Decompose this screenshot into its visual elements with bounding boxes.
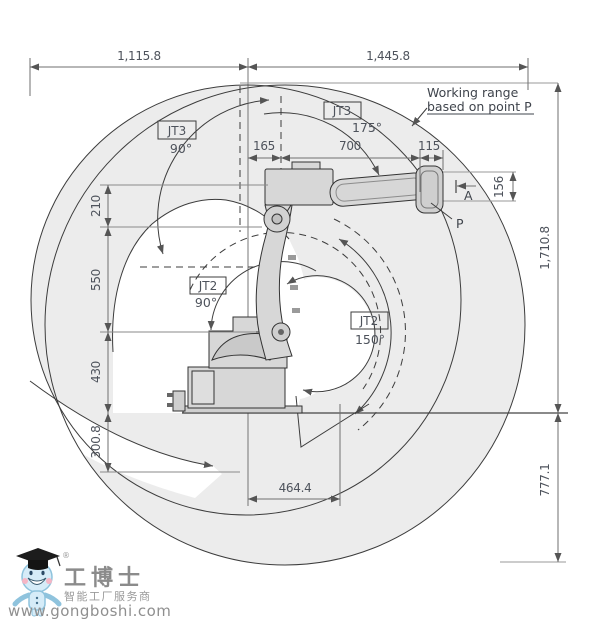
robot-bolt-top: [167, 393, 173, 397]
robot-wrist-inner: [420, 170, 439, 209]
dim-rear-reach-value: 1,115.8: [117, 49, 161, 63]
logo: ® 工博士 智能工厂服务商 www.gongboshi.com: [8, 548, 171, 620]
logo-brand-text: 工博士: [64, 565, 145, 591]
view-a-text: A: [464, 188, 473, 203]
envelope-rear-circle: [30, 84, 462, 516]
robot-arm-detail-1: [288, 255, 296, 260]
robot-bolt-bottom: [167, 403, 173, 407]
working-range-note-line2: based on point P: [427, 99, 532, 114]
dim-upper-arm-value: 550: [89, 269, 103, 291]
mascot-cap-tassel: [56, 556, 61, 567]
mascot-smile: [27, 577, 47, 585]
mascot-arm-right: [42, 592, 62, 607]
jt3-left-label-text: JT3: [167, 124, 187, 138]
jt2-left-label-text: JT2: [198, 279, 218, 293]
jt2-left-angle: 90°: [195, 295, 217, 310]
jt3-top-angle: 175°: [352, 120, 382, 135]
dim-below-base-value: 300.8: [89, 426, 103, 459]
jt2-right-label-text: JT2: [359, 314, 379, 328]
mascot-cheek-left: [22, 578, 28, 584]
jt3-90-arc: [156, 97, 270, 255]
mascot-eye-left: [29, 570, 33, 576]
robot-arm-detail-2: [290, 285, 298, 290]
logo-tagline-text: 智能工厂服务商: [64, 589, 152, 603]
point-p-leader: [430, 202, 453, 220]
dim-base-width-value: 464.4: [279, 481, 312, 495]
working-range-leader: [411, 107, 428, 127]
robot-jt2-axis-center: [278, 329, 284, 335]
registered-mark: ®: [62, 551, 70, 560]
robot-arm-detail-3: [292, 308, 300, 313]
dim-wrist-drop-value: 210: [89, 195, 103, 217]
jt2-left-label: JT2 90°: [189, 276, 227, 310]
jt3-top-label: JT3 175°: [323, 101, 382, 135]
mascot-body: [28, 590, 46, 611]
dim-front-reach-value: 1,445.8: [366, 49, 410, 63]
mascot-cap-base: [28, 560, 48, 570]
mascot-cheek-right: [46, 578, 52, 584]
mascot-leg-right: [38, 608, 44, 617]
dim-flange-offset-value: 156: [492, 176, 506, 198]
jt3-top-label-text: JT3: [332, 104, 352, 118]
envelope-front-circle: [44, 84, 526, 566]
view-a-callout: A: [455, 180, 476, 203]
jt2-inner-sweep-arc: [207, 261, 317, 331]
mascot-button-2: [35, 601, 39, 605]
jt3-left-label-box: [157, 120, 197, 140]
elbow-clearance-circle: [286, 275, 376, 396]
mascot-arm-left: [12, 592, 32, 607]
jt3-left-label: JT3 90°: [157, 120, 197, 156]
point-p-text: P: [456, 216, 464, 231]
jt2-right-label: JT2 150°: [350, 311, 389, 347]
mascot-cap-icon: [16, 548, 60, 564]
jt2-outer-sweep-arc: [338, 238, 392, 415]
mascot-eye-right: [41, 570, 45, 576]
jt2-left-label-box: [189, 276, 227, 295]
jt2-dashed-arc-inner: [189, 231, 382, 390]
jt2-dashed-arc-outer: [333, 218, 406, 431]
jt3-top-label-box: [323, 101, 362, 120]
robot-elbow-housing: [264, 168, 334, 206]
below-floor-clearance-area: [26, 381, 222, 498]
jt3-left-angle: 90°: [170, 141, 192, 156]
working-range-note-line1: Working range: [427, 85, 519, 100]
dim-arm-length-value: 700: [339, 139, 361, 153]
logo-url-text: www.gongboshi.com: [8, 602, 171, 620]
mascot-leg-left: [31, 608, 37, 617]
robot-base-panel: [191, 370, 215, 405]
dim-arm-offset-value: 165: [253, 139, 275, 153]
dim-total-height-value: 1,710.8: [538, 226, 552, 270]
rear-lower-sweep-arc: [29, 380, 214, 469]
robot-mount-bracket: [172, 390, 186, 412]
robot-silhouette: [167, 161, 444, 414]
dim-shoulder-height-value: 430: [89, 361, 103, 383]
dim-below-floor-value: 777.1: [538, 464, 552, 497]
robot-wrist-flange: [415, 165, 444, 214]
working-range-note: Working range based on point P: [411, 85, 534, 127]
jt2-right-angle: 150°: [355, 332, 385, 347]
jt2-right-label-box: [350, 311, 389, 330]
robot-jt3-joint-hub: [271, 213, 283, 225]
mascot-button-1: [35, 596, 39, 600]
dim-wrist-offset-value: 115: [418, 139, 440, 153]
point-p-callout: P: [430, 202, 464, 231]
